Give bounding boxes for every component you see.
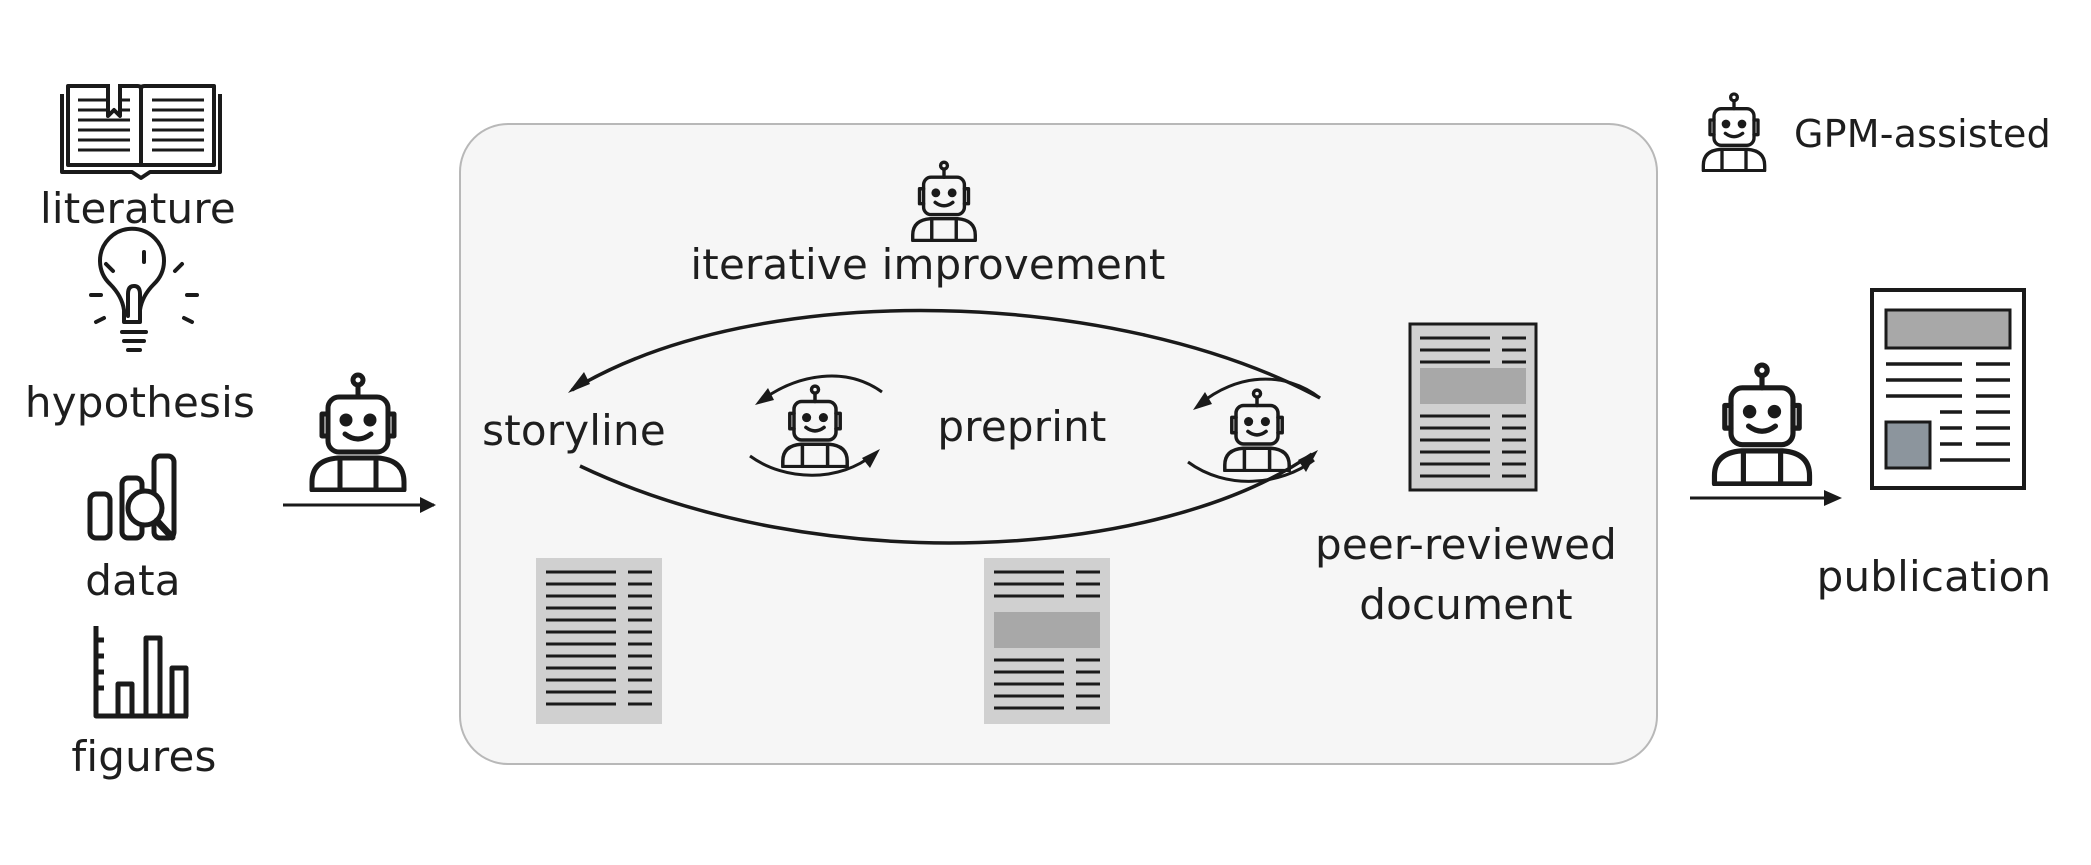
input-label-data: data [85,556,181,605]
input-label-figures: figures [71,732,217,781]
output-label: publication [1816,552,2052,601]
robot-icon [1714,365,1809,484]
loop-label: iterative improvement [690,240,1166,289]
legend-robot-icon [1701,92,1767,172]
lightbulb-icon [89,226,199,352]
data-search-icon [87,453,177,541]
legend-label: GPM-assisted [1794,112,2051,156]
stage-label-storyline: storyline [482,406,666,455]
small-loop-arrow [761,374,883,402]
input-label-literature: literature [40,184,236,233]
storyline-document [536,558,662,724]
stage-label-document: document [1359,580,1573,629]
bar-chart-icon [93,626,189,719]
small-loop-arrow [749,452,875,477]
publication-document [1870,288,2026,490]
preprint-document [984,558,1110,724]
robot-icon [312,375,404,490]
stage-label-peer-reviewed: peer-reviewed [1314,520,1618,569]
stage-label-preprint: preprint [937,402,1107,451]
input-label-hypothesis: hypothesis [24,378,256,427]
peer-reviewed-document [1408,322,1538,492]
iteration-arrow-lower [579,452,1313,545]
book-icon [60,84,222,180]
workflow-panel [459,123,1658,765]
small-loop-arrow [1187,458,1315,483]
iteration-arrow-upper [571,308,1321,400]
small-loop-arrow [1199,377,1321,406]
